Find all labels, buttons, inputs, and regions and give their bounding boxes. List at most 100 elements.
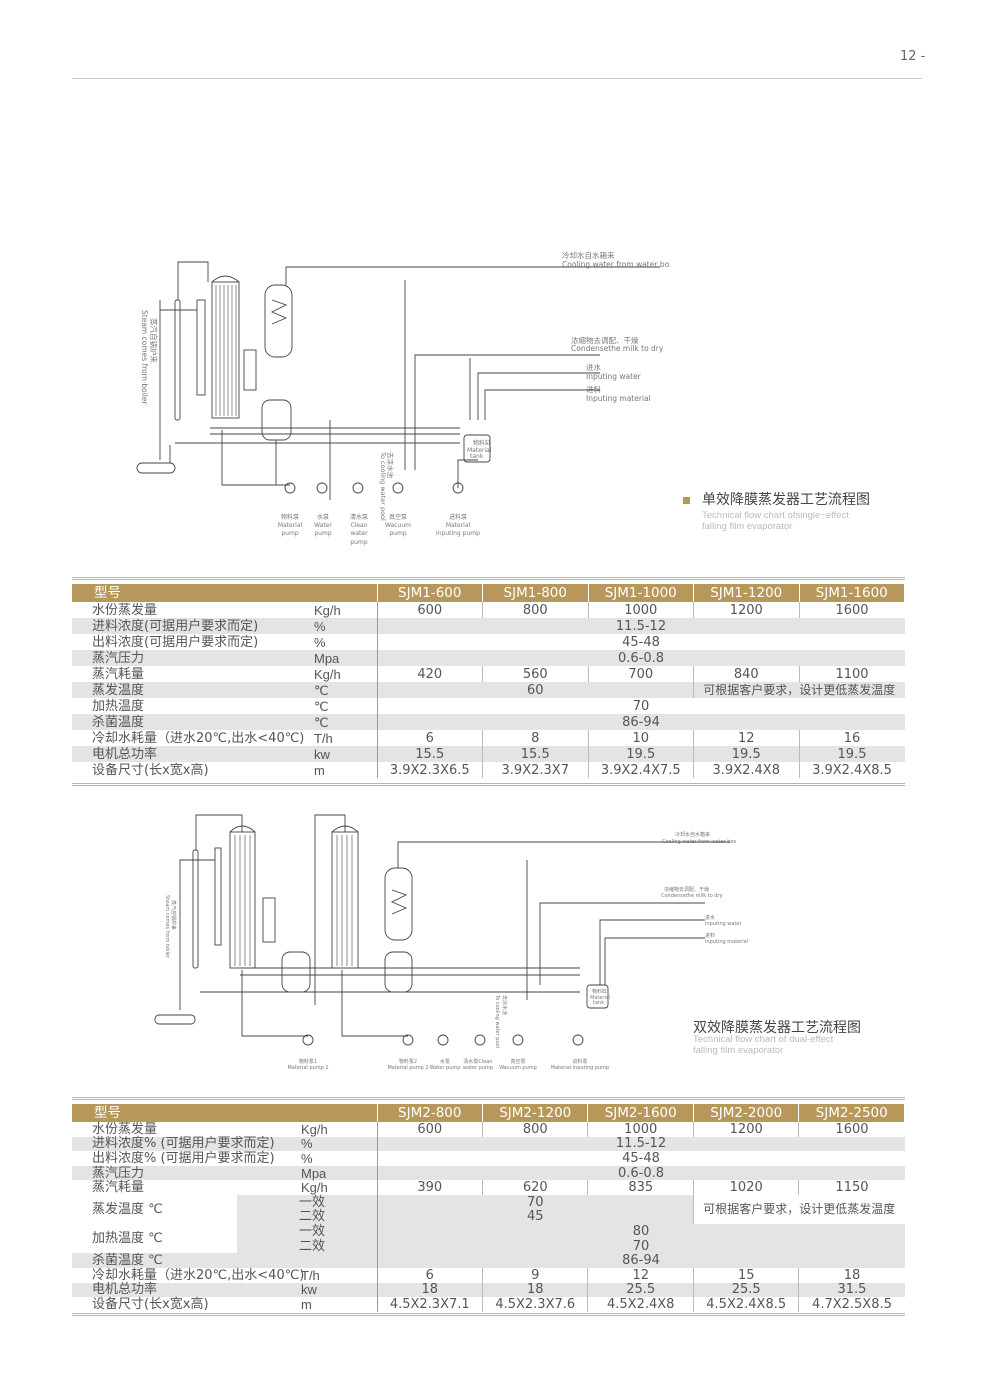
table-cell: 二效 xyxy=(237,1238,378,1254)
pump-icons xyxy=(302,1034,584,1046)
table-cell: 一效 xyxy=(237,1194,378,1210)
svg-text:真空泵: 真空泵 xyxy=(510,1058,525,1065)
svg-text:To cooling water pool: To cooling water pool xyxy=(379,451,387,521)
svg-text:进料: 进料 xyxy=(586,384,601,394)
table-cell: 18 xyxy=(376,1282,483,1298)
table-cell: 60 xyxy=(376,682,694,698)
table-row: 进料浓度(可据用户要求而定)%11.5-12 xyxy=(72,618,905,634)
table-cell: 电机总功率 xyxy=(72,746,310,762)
svg-text:进水: 进水 xyxy=(705,914,715,921)
table-cell: SJM1-1200 xyxy=(693,584,800,602)
svg-text:Water: Water xyxy=(314,522,332,529)
svg-text:进料泵: 进料泵 xyxy=(449,513,467,521)
table-cell: 15.5 xyxy=(376,746,483,762)
table-cell: 3.9X2.3X7 xyxy=(482,762,588,778)
table-cell: 18 xyxy=(798,1267,905,1283)
table-cell: SJM2-1600 xyxy=(587,1104,694,1122)
preheater xyxy=(214,847,222,946)
table-cell: SJM1-600 xyxy=(377,584,483,602)
table-cell: 15.5 xyxy=(482,746,588,762)
table-cell: SJM2-2500 xyxy=(798,1104,905,1122)
table-cell: 620 xyxy=(481,1180,588,1195)
svg-text:去凉水池: 去凉水池 xyxy=(501,995,508,1015)
table-cell: 出料浓度% (可据用户要求而定) xyxy=(92,1150,275,1166)
table-cell: 设备尺寸(长x宽x高) xyxy=(92,762,209,778)
table-cell: % xyxy=(310,618,377,634)
svg-text:物料缸: 物料缸 xyxy=(592,988,607,995)
svg-text:物料泵2: 物料泵2 xyxy=(399,1058,417,1065)
material-tank xyxy=(586,984,609,1009)
table-cell: 可根据客户要求，设计更低蒸发温度 xyxy=(693,682,905,698)
svg-text:进水: 进水 xyxy=(586,362,601,372)
svg-text:Material pump 1: Material pump 1 xyxy=(287,1065,328,1071)
svg-text:Material: Material xyxy=(467,447,492,454)
table-cell: 31.5 xyxy=(798,1282,905,1298)
svg-text:Material: Material xyxy=(590,995,610,1001)
svg-text:Steam comes from boiler: Steam comes from boiler xyxy=(164,895,170,959)
table-cell: 12 xyxy=(693,730,799,746)
table-cell: 19.5 xyxy=(587,746,694,762)
svg-text:Cooling water from water box: Cooling water from water box xyxy=(662,839,736,845)
table-cell: 25.5 xyxy=(692,1282,799,1298)
table-cell: Kg/h xyxy=(301,1180,328,1196)
table-cell: ℃ xyxy=(310,714,377,730)
table-cell: 1100 xyxy=(798,666,905,682)
table-cell: 8 xyxy=(482,730,588,746)
table-cell: Kg/h xyxy=(301,1121,328,1137)
table-cell: 1000 xyxy=(587,602,694,618)
table-cell: 加热温度 ℃ xyxy=(72,1224,237,1254)
svg-text:Condensethe milk to dry: Condensethe milk to dry xyxy=(661,893,723,899)
table-cell: 电机总功率 xyxy=(72,1282,297,1298)
table-cell: 1600 xyxy=(798,602,905,618)
svg-text:进料: 进料 xyxy=(705,932,715,939)
table-cell: Mpa xyxy=(310,650,377,666)
svg-text:Clean: Clean xyxy=(350,522,367,529)
table-cell: 水份蒸发量 xyxy=(92,602,158,618)
table-cell: 设备尺寸(长x宽x高) xyxy=(92,1296,209,1312)
table-cell: 4.7X2.5X8.5 xyxy=(798,1297,905,1312)
table-cell: 4.5X2.4X8 xyxy=(587,1297,694,1312)
table-cell: 型号 xyxy=(72,584,378,602)
table-cell: 700 xyxy=(587,666,694,682)
table-cell: 70 xyxy=(376,698,905,714)
svg-text:Water pump: Water pump xyxy=(430,1065,461,1071)
diagram2-title: 双效降膜蒸发器工艺流程图 xyxy=(693,1020,861,1036)
steam-tube xyxy=(174,299,181,421)
steam-header xyxy=(136,462,176,474)
steam-tube xyxy=(192,849,199,969)
table-cell: 86-94 xyxy=(376,714,905,730)
table-cell: 390 xyxy=(376,1180,483,1195)
table-cell: 80 xyxy=(376,1224,905,1239)
svg-text:冷却水自水箱来: 冷却水自水箱来 xyxy=(675,831,710,838)
table-cell: 可根据客户要求，设计更低蒸发温度 xyxy=(692,1194,905,1225)
svg-text:Steam comes from boiler: Steam comes from boiler xyxy=(140,310,149,405)
steam-header xyxy=(154,1014,196,1025)
table-cell: 25.5 xyxy=(587,1282,694,1298)
svg-text:水泵: 水泵 xyxy=(317,513,329,521)
table-cell: 冷却水耗量（进水20℃,出水<40℃) xyxy=(92,1267,305,1283)
table-cell: 4.5X2.3X7.6 xyxy=(481,1297,588,1312)
table-cell: SJM2-800 xyxy=(377,1104,484,1122)
table-cell: 6 xyxy=(376,1267,483,1283)
svg-text:Wacuum: Wacuum xyxy=(385,522,411,529)
table-cell: kw xyxy=(310,746,377,762)
table-cell: % xyxy=(301,1150,313,1166)
svg-text:Cooling water from water box: Cooling water from water box xyxy=(562,260,670,269)
table-row: 进料浓度% (可据用户要求而定)%11.5-12 xyxy=(72,1136,905,1152)
table-cell: 45-48 xyxy=(376,1151,905,1166)
table-cell: 835 xyxy=(587,1180,694,1195)
table-cell: 420 xyxy=(376,666,483,682)
diagram1-title: 单效降膜蒸发器工艺流程图 xyxy=(683,489,870,509)
svg-text:冷却水自水箱来: 冷却水自水箱来 xyxy=(562,250,615,260)
table-cell: 800 xyxy=(481,1122,588,1137)
table-cell: 11.5-12 xyxy=(376,618,905,634)
svg-text:To cooling water pool: To cooling water pool xyxy=(494,994,500,1048)
